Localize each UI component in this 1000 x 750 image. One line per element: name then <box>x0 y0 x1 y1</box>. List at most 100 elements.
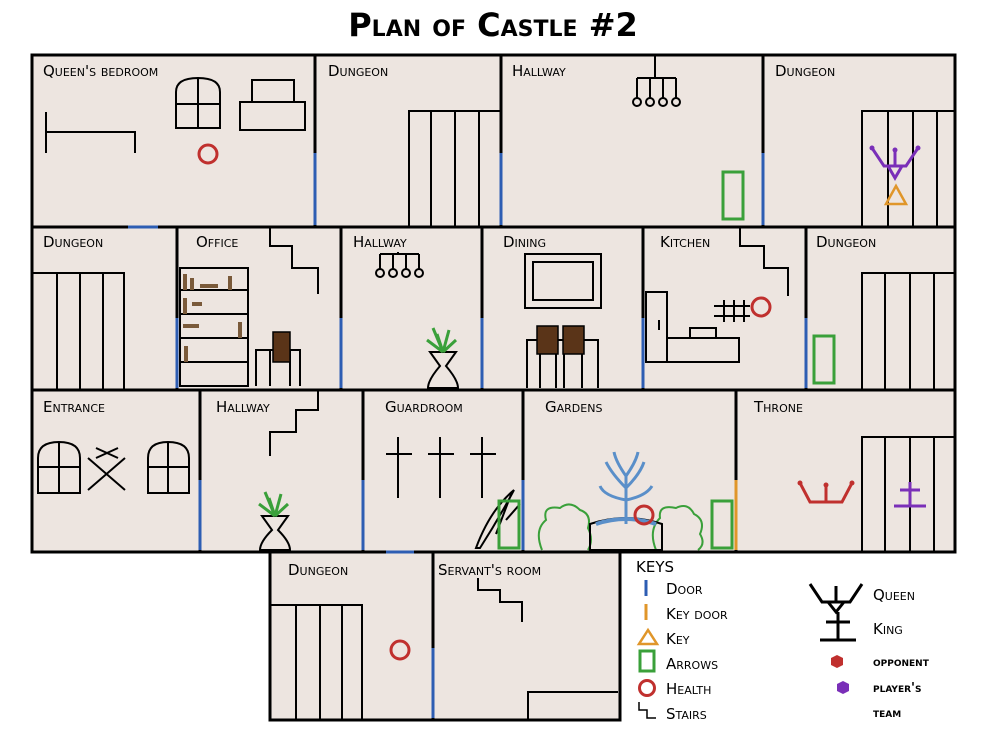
window-icon <box>37 440 81 494</box>
stairs-icon <box>739 228 789 296</box>
room-labels: Queen's bedroom Dungeon Hallway Dungeon … <box>43 62 876 579</box>
label-guardroom: Guardroom <box>385 398 463 416</box>
sword-icon <box>386 437 412 498</box>
legend-title: KEYS <box>636 558 674 576</box>
gardens-decor <box>537 451 704 551</box>
legend-king-icon <box>820 612 856 642</box>
label-dungeon-5: Dungeon <box>288 561 348 579</box>
servants-room-furniture <box>477 578 618 720</box>
cell-bars-icon <box>271 604 363 720</box>
arrows-icon <box>812 334 836 385</box>
label-hallway-1: Hallway <box>512 62 566 80</box>
health-icon <box>633 504 655 526</box>
cell-bars-icon <box>861 110 955 227</box>
label-throne: Throne <box>753 398 803 416</box>
window-icon <box>175 76 221 129</box>
bush-icon <box>537 503 592 551</box>
label-gardens: Gardens <box>545 398 602 416</box>
label-dungeon-3: Dungeon <box>43 233 103 251</box>
chair-icon <box>536 325 559 355</box>
room-queens-bedroom <box>30 53 317 229</box>
room-hallway-1 <box>499 53 765 229</box>
legend-opponent-icon <box>831 655 843 668</box>
stairs-icon <box>477 578 523 622</box>
label-entrance: Entrance <box>43 398 105 416</box>
legend-players-team-line1: player's <box>873 681 922 696</box>
label-hallway-2: Hallway <box>353 233 407 251</box>
legend-queen-icon <box>808 583 864 615</box>
label-dungeon-1: Dungeon <box>328 62 388 80</box>
sword-icon <box>470 437 496 498</box>
rack-icon <box>714 300 750 322</box>
bed-icon <box>527 691 618 720</box>
legend-arrows: Arrows <box>666 655 718 673</box>
room-dungeon-2 <box>761 53 957 229</box>
label-queens-bedroom: Queen's bedroom <box>43 62 158 80</box>
legend-stairs: Stairs <box>666 705 707 723</box>
legend-queen: Queen <box>873 586 915 604</box>
dresser-top-icon <box>251 79 295 103</box>
legend-door: Door <box>666 580 703 598</box>
fountain-water-icon <box>598 451 654 524</box>
chair-icon <box>272 331 291 363</box>
opponent-queen-icon <box>798 482 854 504</box>
label-dungeon-4: Dungeon <box>816 233 876 251</box>
health-icon <box>750 296 772 318</box>
sword-icon <box>428 437 454 498</box>
room-entrance <box>30 388 202 554</box>
health-icon <box>197 143 219 165</box>
bush-icon <box>651 505 704 551</box>
cell-bars-icon <box>408 110 500 227</box>
room-office <box>175 225 343 392</box>
legend-players-team-icon <box>837 681 849 694</box>
arrows-icon <box>710 499 734 550</box>
arrows-icon <box>721 170 745 221</box>
king-icon <box>894 482 926 508</box>
legend-key: Key <box>666 630 690 648</box>
plan-title: Plan of Castle #2 <box>348 6 638 44</box>
cell-bars-icon <box>861 436 955 552</box>
kitchen-furniture <box>645 228 789 363</box>
dungeon-cells <box>33 110 955 720</box>
chandelier-icon <box>375 252 424 278</box>
label-dining: Dining <box>503 233 546 251</box>
plant-icon <box>426 327 460 389</box>
cell-bars-icon <box>861 272 955 390</box>
room-hallway-2 <box>339 225 484 392</box>
stairs-icon <box>269 228 319 294</box>
room-throne <box>734 388 957 554</box>
stairs-icon <box>269 390 319 456</box>
items <box>197 143 926 661</box>
legend-opponent: opponent <box>873 655 930 670</box>
bookshelf-icon <box>179 267 249 387</box>
label-kitchen: Kitchen <box>660 233 710 251</box>
legend-king: King <box>873 620 903 638</box>
guardroom-swords <box>386 437 521 549</box>
queen-icon <box>870 147 920 181</box>
bed-icon <box>45 112 136 153</box>
painting-icon <box>524 253 602 309</box>
legend-health-icon <box>638 679 656 697</box>
room-dungeon-3 <box>30 225 179 392</box>
label-office: Office <box>196 233 238 251</box>
arrows-icon <box>497 499 521 550</box>
window-icon <box>147 440 190 494</box>
cell-bars-icon <box>33 272 125 390</box>
label-servants-room: Servant's room <box>438 561 541 579</box>
legend: KEYS Door Key door Key Arrows Health Sta… <box>636 558 930 723</box>
label-hallway-3: Hallway <box>216 398 270 416</box>
legend-health: Health <box>666 680 711 698</box>
room-dungeon-4 <box>804 225 957 392</box>
chandelier-icon <box>632 56 681 107</box>
legend-arrows-icon <box>638 649 656 673</box>
crossed-swords-icon <box>87 447 126 491</box>
doors <box>128 153 808 718</box>
entrance-decor <box>37 440 190 494</box>
key-icon <box>883 183 909 206</box>
legend-key-icon <box>636 627 660 646</box>
rooms <box>30 53 957 722</box>
queens-bedroom-furniture <box>45 76 306 153</box>
dining-furniture <box>524 253 602 388</box>
health-icon <box>389 639 411 661</box>
